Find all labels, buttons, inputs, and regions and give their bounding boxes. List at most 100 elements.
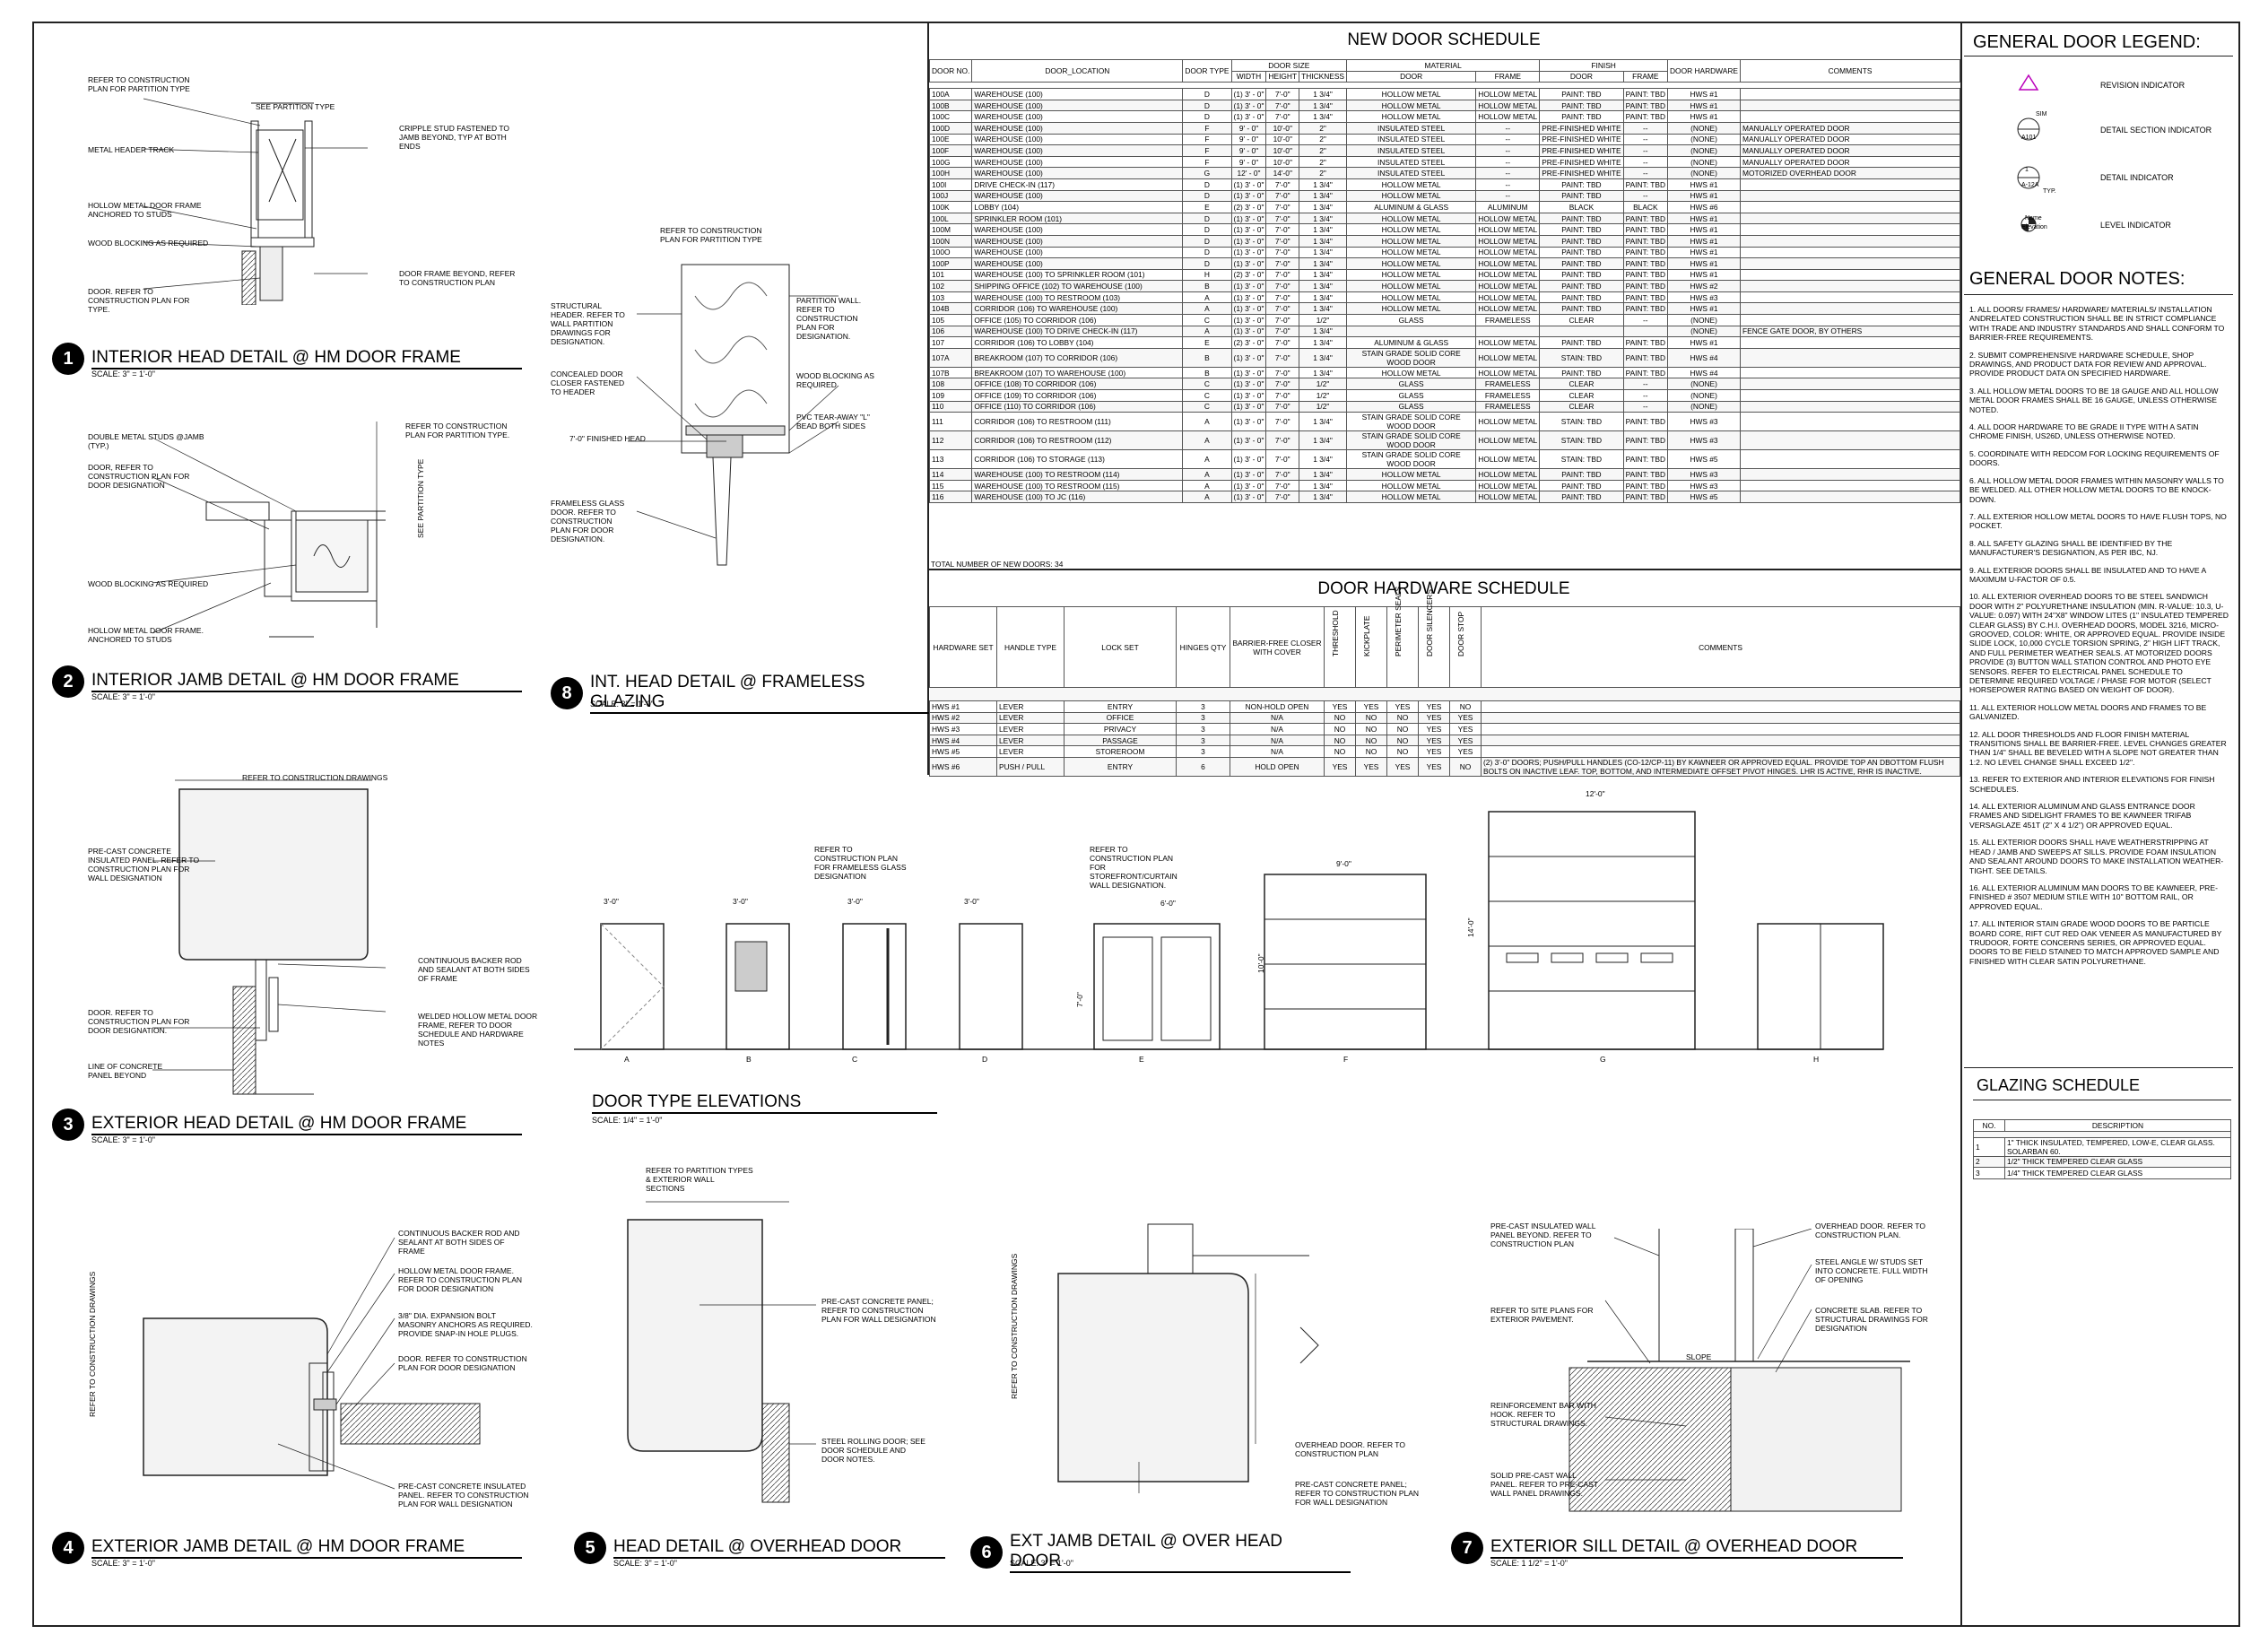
table-cell: No — [1355, 711, 1387, 725]
table-cell: HWS #1 — [1667, 246, 1741, 259]
note-item: 5. COORDINATE WITH REDCOM FOR LOCKING RE… — [1969, 448, 2220, 468]
table-cell: 3 — [1176, 745, 1230, 758]
table-cell: 1 3/4" — [1299, 212, 1348, 225]
table-cell: (1) 3' - 0" — [1230, 479, 1267, 492]
detail-number: 3 — [52, 1109, 84, 1141]
hardware-schedule-title: DOOR HARDWARE SCHEDULE — [1317, 579, 1570, 598]
elev-dim: 7'-0" — [1075, 992, 1084, 1007]
table-cell: -- — [1622, 144, 1669, 157]
table-cell — [1740, 223, 1960, 236]
sheet-border — [32, 22, 2240, 1627]
table-cell: -- — [1475, 144, 1541, 157]
table-cell: 116 — [928, 491, 973, 503]
table-cell: Yes — [1418, 700, 1450, 713]
table-cell: HOLLOW METAL — [1475, 412, 1541, 432]
detail-scale: SCALE: 3" = 1'-0" — [91, 1559, 155, 1568]
table-cell: ENTRY — [1064, 700, 1177, 713]
table-cell: 3 — [1176, 700, 1230, 713]
door-total: TOTAL NUMBER OF NEW DOORS: 34 — [931, 560, 1064, 569]
note: OVERHEAD DOOR. REFER TO CONSTRUCTION PLA… — [1815, 1222, 1925, 1239]
table-cell: HWS #1 — [1667, 88, 1741, 100]
table-cell: HWS #3 — [1667, 430, 1741, 451]
table-cell: D — [1182, 246, 1232, 259]
table-cell: 1 3/4" — [1299, 336, 1348, 349]
table-cell: BREAKROOM (107) TO WAREHOUSE (100) — [971, 366, 1184, 379]
table-cell: PAINT: TBD — [1539, 479, 1624, 492]
note: CONTINUOUS BACKER ROD AND SEALANT AT BOT… — [418, 956, 530, 983]
table-cell: 100I — [928, 178, 973, 191]
legend-sym-text: Name — [2025, 215, 2042, 222]
detail-number: 5 — [574, 1532, 606, 1564]
door-schedule-table: DOOR NO. DOOR_LOCATION DOOR TYPE DOOR SI… — [928, 58, 1960, 503]
detail-number: 2 — [52, 665, 84, 698]
col-header: HEIGHT — [1265, 70, 1300, 83]
table-cell: INSULATED STEEL — [1346, 155, 1477, 169]
table-cell: (2) 3' - 0" — [1230, 268, 1267, 282]
table-cell — [1740, 178, 1960, 191]
table-cell: 7'-0" — [1265, 314, 1300, 326]
note: DOOR FRAME BEYOND, REFER TO CONSTRUCTION… — [399, 269, 516, 287]
table-cell: 1 3/4" — [1299, 366, 1348, 379]
table-cell: HOLLOW METAL — [1346, 178, 1477, 191]
note: OVERHEAD DOOR. REFER TO CONSTRUCTION PLA… — [1295, 1440, 1405, 1458]
table-cell — [1740, 88, 1960, 100]
notes-title: GENERAL DOOR NOTES: — [1969, 269, 2186, 289]
table-cell: 107B — [928, 366, 973, 379]
table-cell: ALUMINUM — [1475, 201, 1541, 213]
table-cell: N/A — [1230, 723, 1325, 735]
table-cell: 14'-0" — [1265, 167, 1300, 179]
table-cell: D — [1182, 257, 1232, 270]
table-cell: 1/2" — [1299, 378, 1348, 391]
table-cell: -- — [1475, 155, 1541, 169]
table-cell: 1 3/4" — [1299, 189, 1348, 203]
table-cell: HWS #3 — [1667, 468, 1741, 481]
table-cell: F — [1182, 144, 1232, 157]
table-cell: PAINT: TBD — [1622, 88, 1669, 100]
hardware-schedule-table: HARDWARE SET HANDLE TYPE LOCK SET HINGES… — [929, 586, 1960, 777]
table-cell: 1 3/4" — [1299, 291, 1348, 304]
table-cell: YES — [1449, 711, 1482, 725]
table-cell: 9' - 0" — [1230, 133, 1267, 146]
table-cell — [1740, 336, 1960, 349]
col-header: BARRIER-FREE CLOSER WITH COVER — [1230, 606, 1325, 688]
table-cell: HWS #4 — [1667, 366, 1741, 379]
detail-3-title: 3 EXTERIOR HEAD DETAIL @ HM DOOR FRAME S… — [52, 1109, 522, 1144]
table-cell — [1740, 468, 1960, 481]
table-cell: OFFICE (105) TO CORRIDOR (106) — [971, 314, 1184, 326]
table-cell: 9' - 0" — [1230, 155, 1267, 169]
table-cell — [1481, 711, 1960, 725]
table-cell: HOLLOW METAL — [1346, 88, 1477, 100]
table-cell: BLACK — [1539, 201, 1624, 213]
table-cell: N/A — [1230, 711, 1325, 725]
table-cell: HWS #6 — [1667, 201, 1741, 213]
note: HOLLOW METAL DOOR FRAME. REFER TO CONSTR… — [398, 1266, 523, 1293]
legend-item: REVISION INDICATOR — [2100, 81, 2186, 90]
note: 3/8" DIA. EXPANSION BOLT MASONRY ANCHORS… — [398, 1311, 533, 1338]
table-cell: HWS #1 — [1667, 212, 1741, 225]
table-cell: PAINT: TBD — [1622, 110, 1669, 123]
detail-number: 4 — [52, 1532, 84, 1564]
table-cell: 2" — [1299, 155, 1348, 169]
table-cell — [1740, 201, 1960, 213]
group-header: DOOR SIZE — [1230, 59, 1348, 72]
table-cell: N/A — [1230, 734, 1325, 747]
table-cell: 109 — [928, 389, 973, 402]
table-cell: STAIN GRADE SOLID CORE WOOD DOOR — [1346, 412, 1477, 432]
table-cell: Yes — [1418, 745, 1450, 758]
table-cell: 7'-0" — [1265, 400, 1300, 413]
table-cell: WAREHOUSE (100) — [971, 121, 1184, 135]
table-cell: HOLLOW METAL — [1346, 291, 1477, 304]
table-cell: GLASS — [1346, 400, 1477, 413]
elev-dim: 14'-0" — [1466, 917, 1475, 937]
note: SOLID PRE-CAST WALL PANEL. REFER TO PRE-… — [1490, 1471, 1598, 1498]
